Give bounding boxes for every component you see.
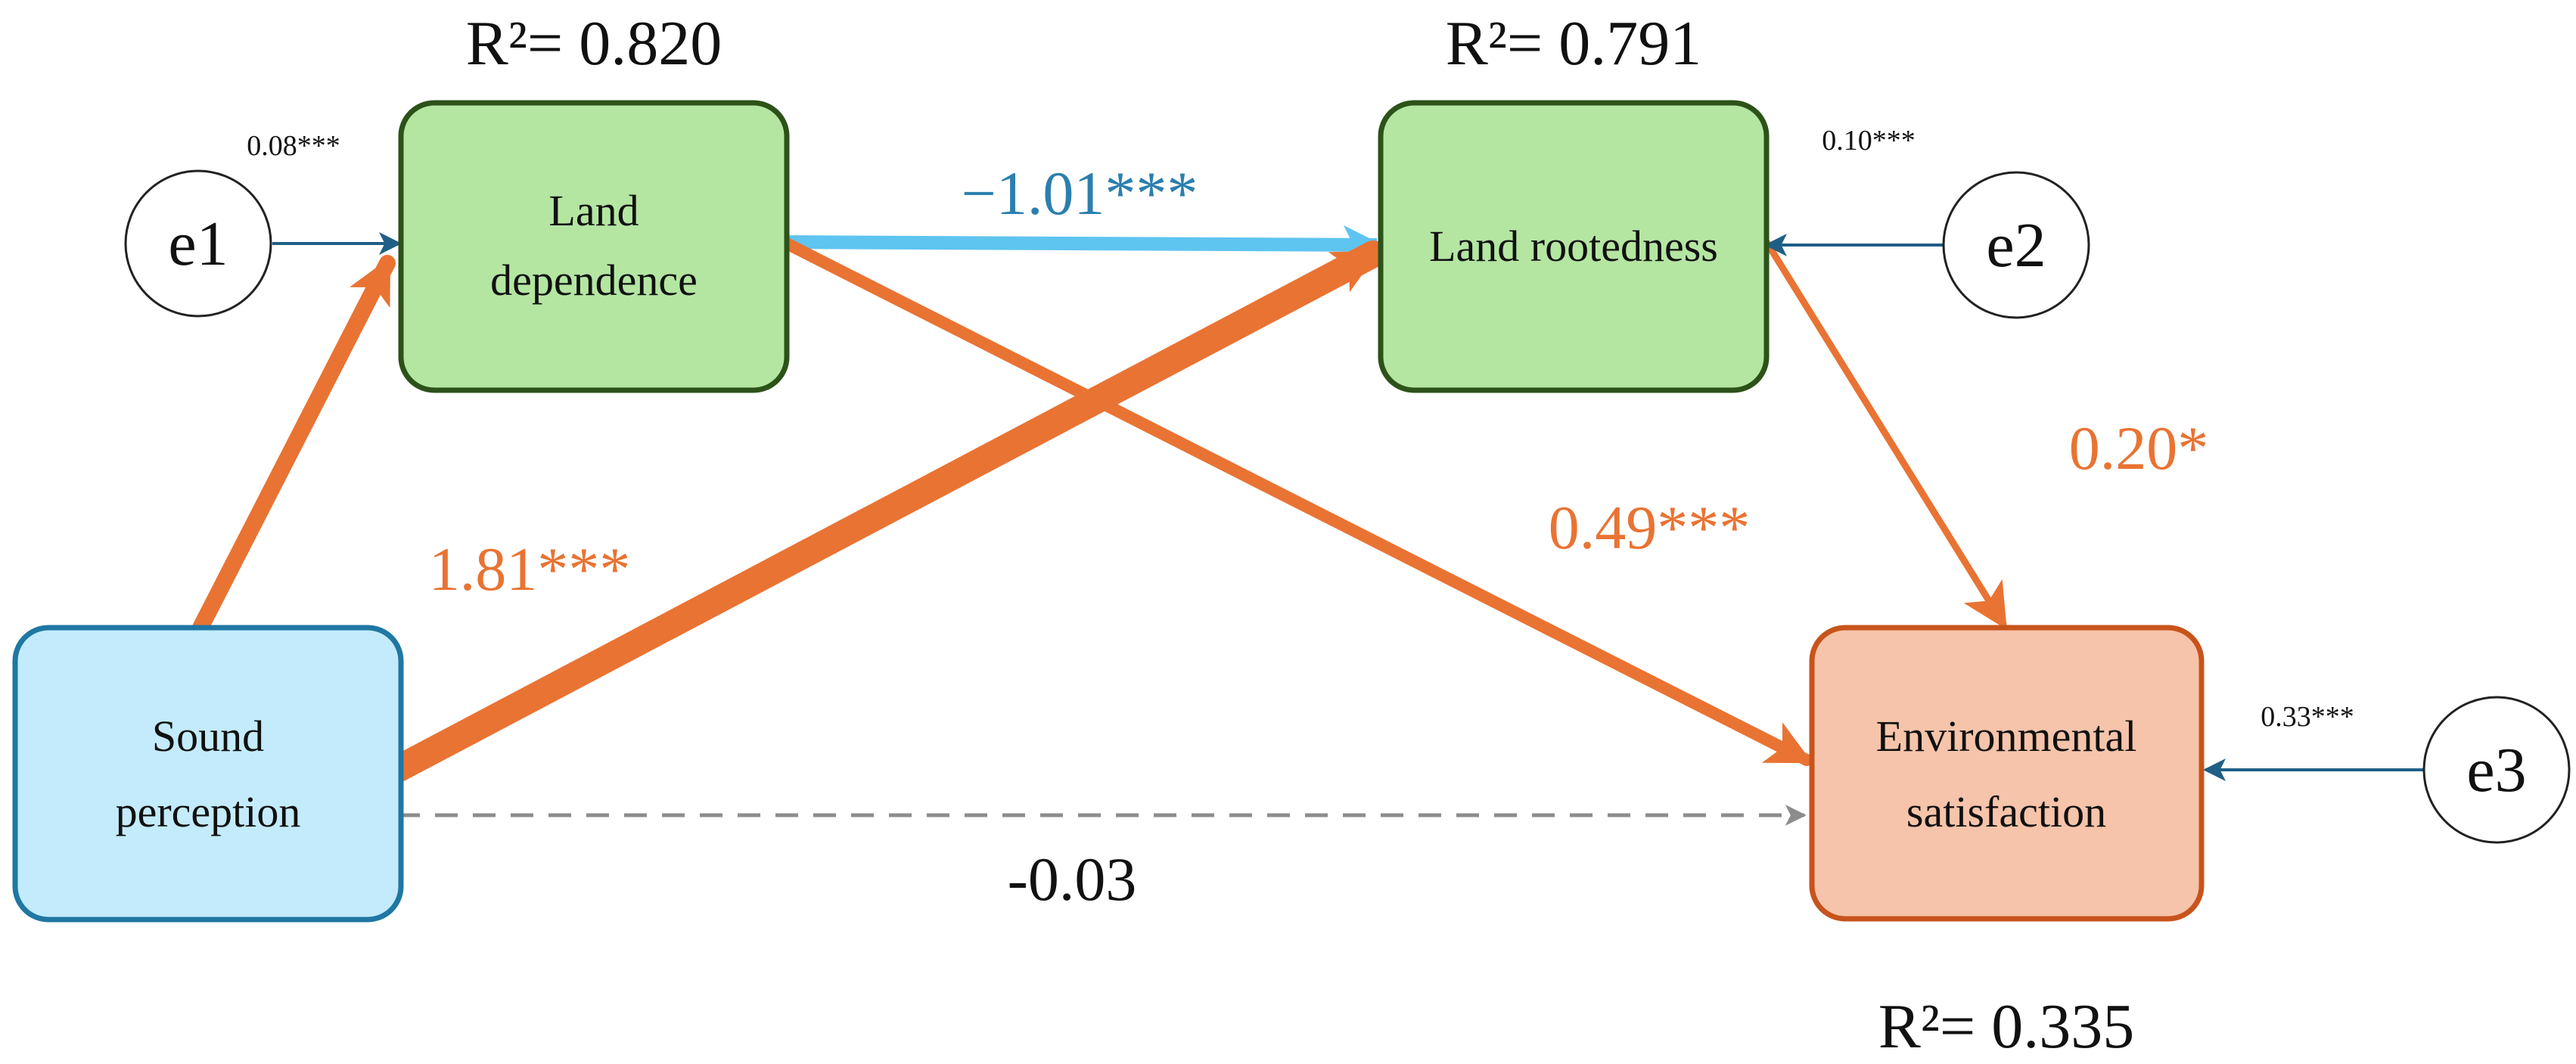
error-coefficient-e2: 0.10*** (1822, 125, 1916, 157)
error-label: e3 (2466, 735, 2526, 805)
node-label-line: Land (548, 186, 639, 235)
path-label-land-dependence-to-land-rootedness: −1.01*** (962, 159, 1198, 228)
node-label-line: perception (116, 787, 301, 836)
error-term-e1: e1 (124, 169, 272, 318)
path-label-land-rootedness-to-environmental-satisfaction: 0.20* (2069, 414, 2209, 482)
path-label-sound-to-environmental-satisfaction: -0.03 (1008, 845, 1137, 914)
error-term-e3: e3 (2422, 696, 2571, 844)
error-coefficient-e3: 0.33*** (2261, 701, 2354, 733)
node-label-line: Environmental (1876, 712, 2137, 761)
path-label-sound-to-land-rootedness: 1.81*** (429, 535, 631, 603)
arrow-sound-to-land-dependence (192, 255, 396, 636)
error-label: e2 (1986, 210, 2046, 281)
arrow-land-dependence-to-environmental-satisfaction (775, 234, 1813, 766)
r2-land-rootedness: R²= 0.791 (1446, 8, 1702, 79)
arrow-land-dependence-to-land-rootedness (778, 225, 1383, 265)
node-sound-perception: Sound perception (12, 625, 404, 923)
arrow-sound-to-land-rootedness (380, 240, 1387, 785)
r2-land-dependence: R²= 0.820 (466, 8, 722, 79)
error-label: e1 (168, 209, 228, 279)
node-land-rootedness: Land rootedness (1378, 100, 1770, 393)
node-environmental-satisfaction: Environmental satisfaction (1809, 625, 2205, 922)
path-label-land-dependence-to-environmental-satisfaction: 0.49*** (1549, 493, 1751, 562)
node-land-dependence: Land dependence (398, 100, 790, 393)
node-label-line: dependence (490, 256, 698, 305)
arrow-land-rootedness-to-environmental-satisfaction (1763, 238, 2007, 630)
node-label-line: Land rootedness (1429, 222, 1718, 271)
error-coefficient-e1: 0.08*** (247, 130, 340, 162)
error-term-e2: e2 (1942, 171, 2090, 319)
r2-environmental-satisfaction: R²= 0.335 (1878, 991, 2135, 1062)
node-label-line: Sound (152, 712, 264, 761)
node-label-line: satisfaction (1906, 787, 2106, 836)
